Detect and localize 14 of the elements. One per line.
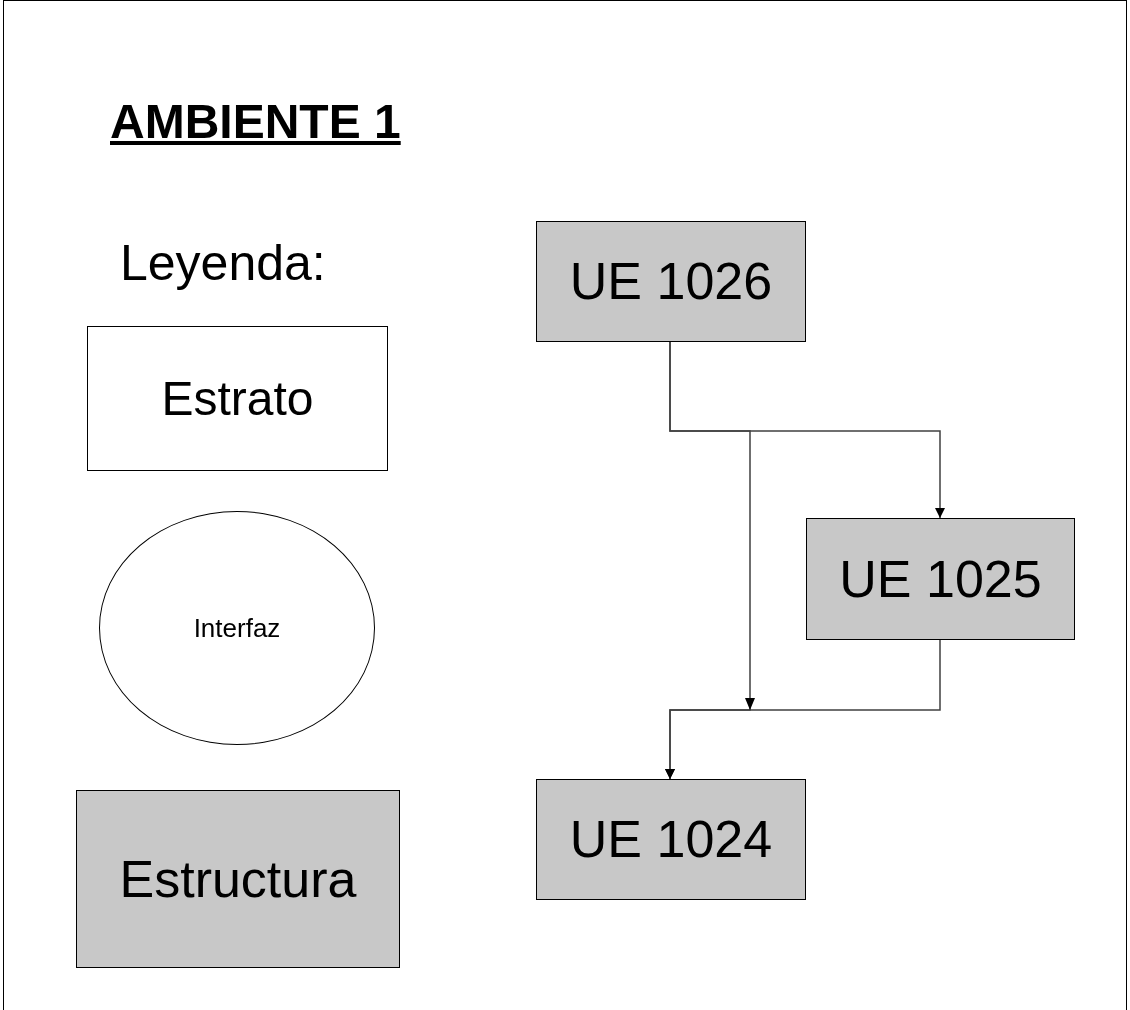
- structure-box: [536, 779, 806, 900]
- connector-arrow: [665, 639, 941, 780]
- title: AMBIENTE 1: [110, 94, 401, 150]
- structure-box: [76, 790, 400, 968]
- legend-heading: Leyenda:: [120, 234, 326, 293]
- structure-box: [536, 221, 806, 342]
- structure-box: [806, 518, 1075, 640]
- legend-stratum-box: [87, 326, 388, 471]
- node-label: Estructura: [119, 848, 357, 910]
- node-label: Interfaz: [193, 611, 281, 645]
- node-label: UE 1025: [839, 548, 1042, 610]
- node-label: UE 1024: [569, 809, 773, 870]
- node-label: Estrato: [161, 370, 314, 427]
- node-label: UE 1026: [569, 251, 773, 312]
